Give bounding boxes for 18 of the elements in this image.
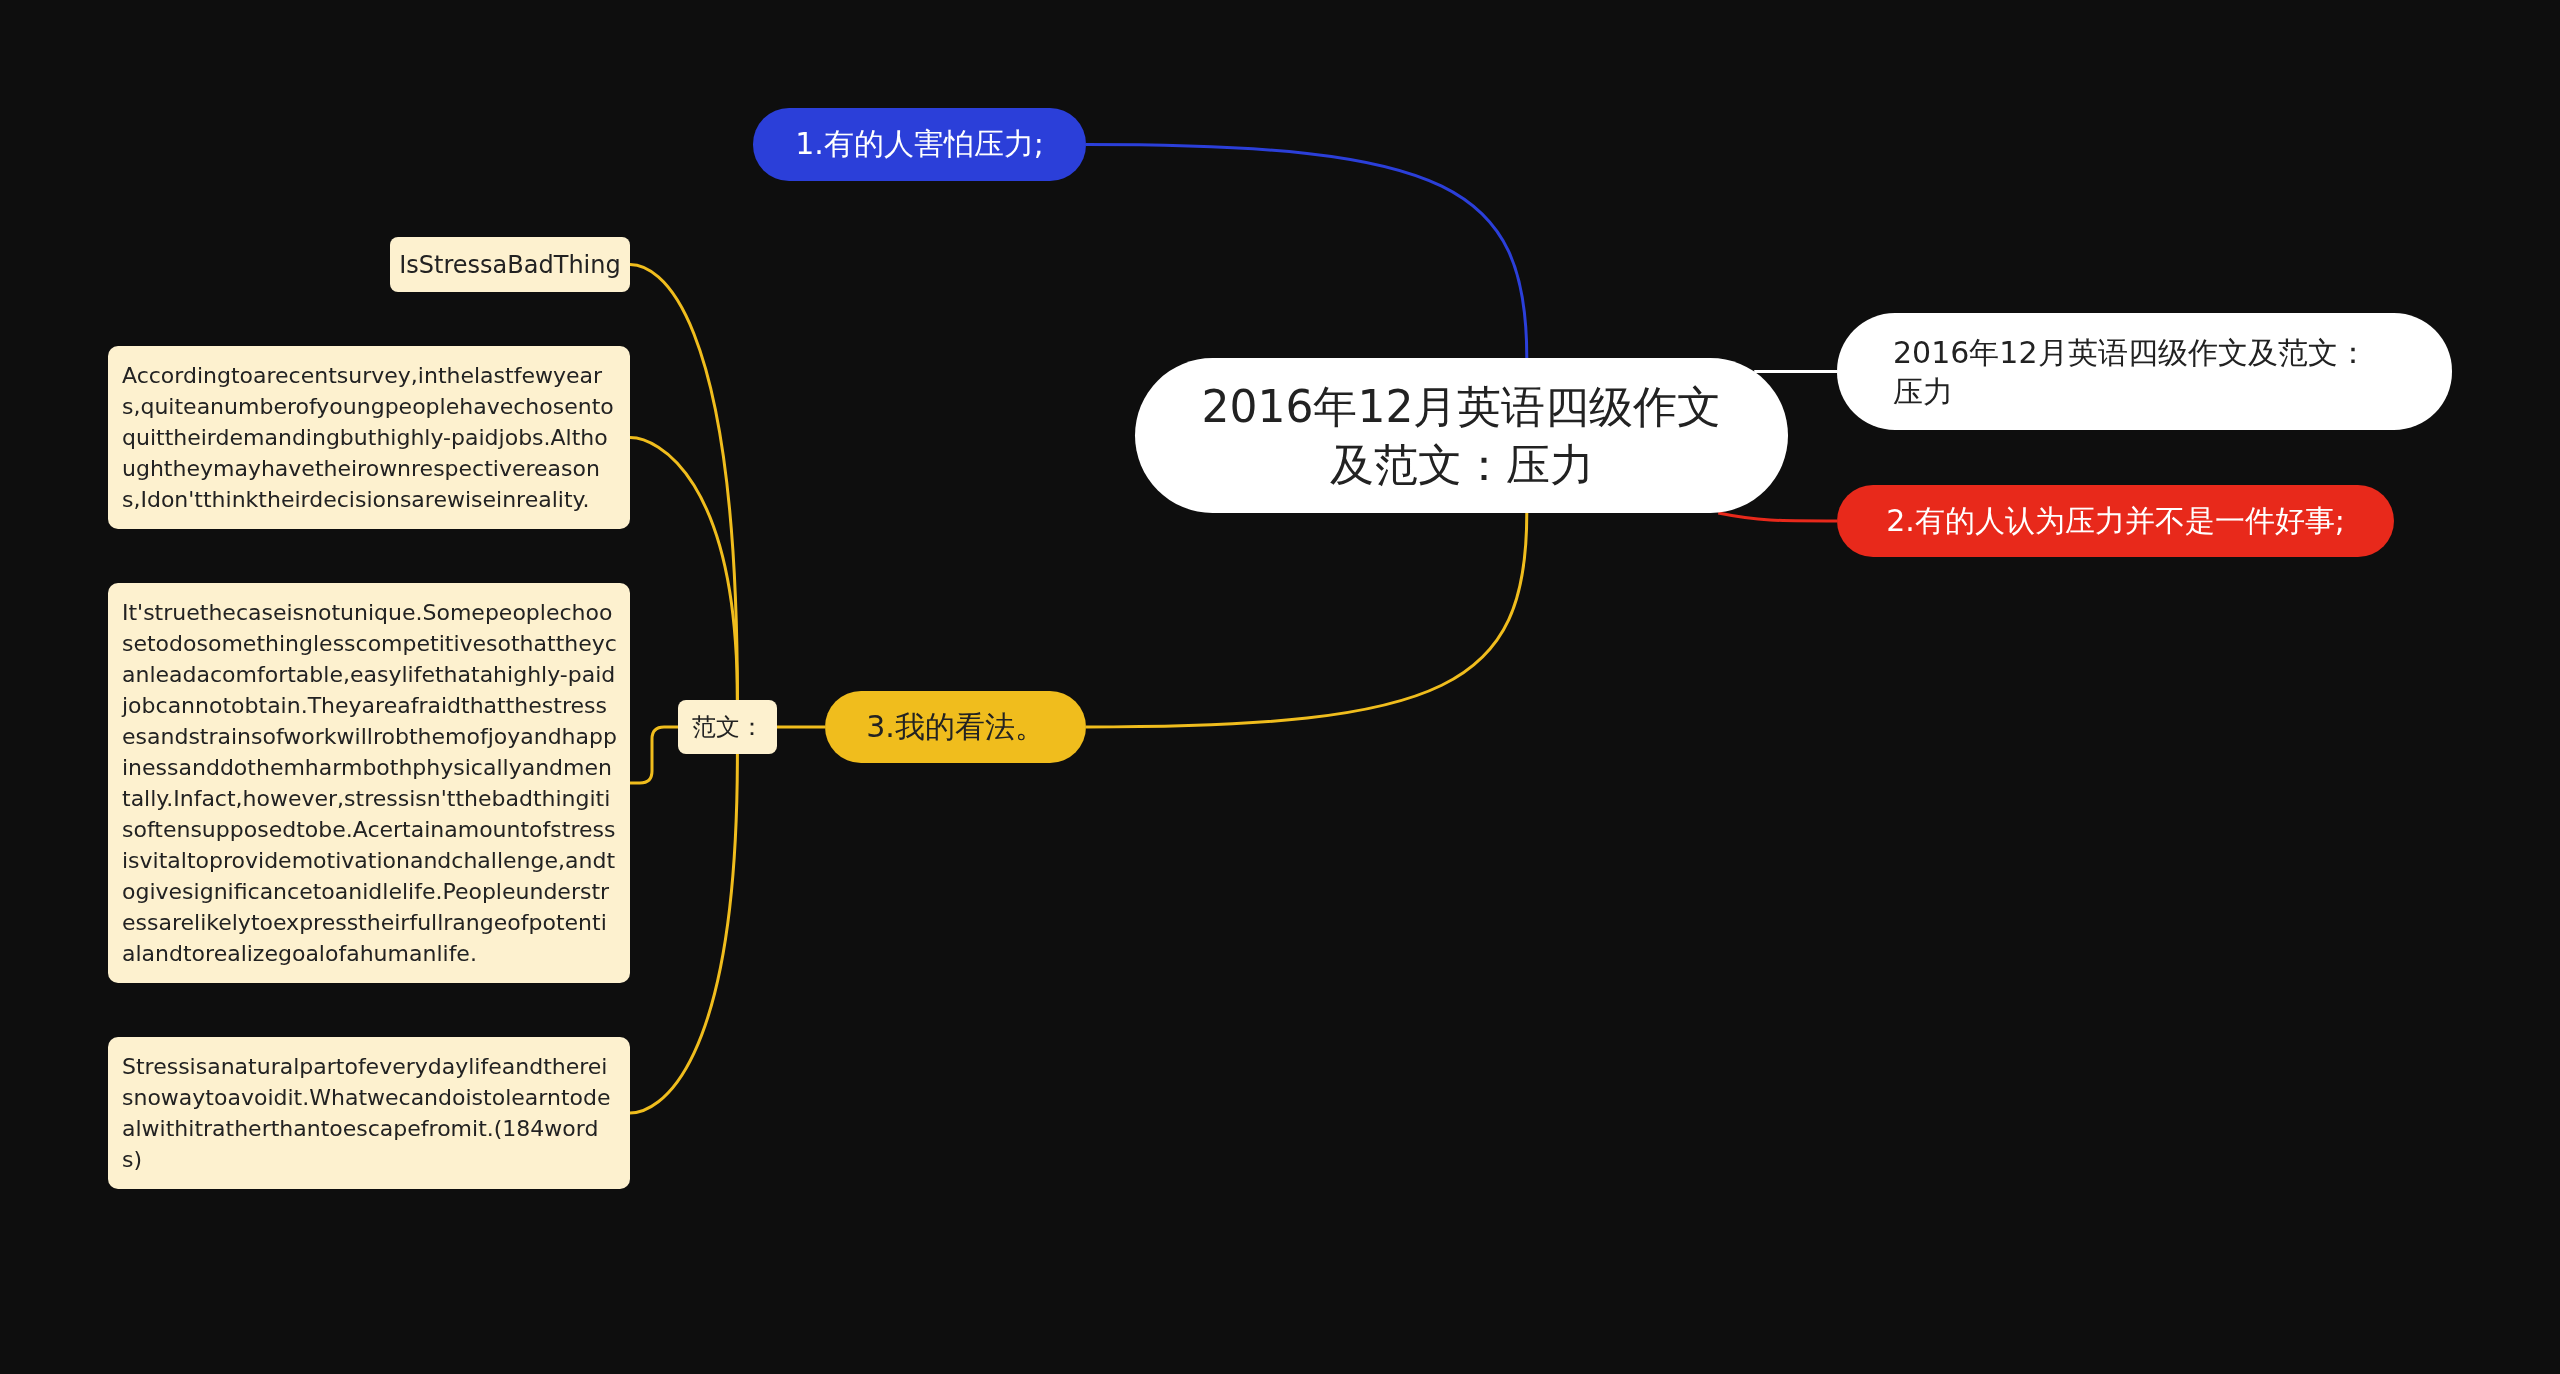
connector-line: [777, 725, 825, 729]
connector-line: [629, 436, 739, 701]
connector-line: [630, 725, 678, 785]
label-box: 范文：: [678, 700, 777, 754]
connector-line: [629, 753, 739, 1115]
connector-line: [1717, 511, 1837, 523]
branch-pill: 2.有的人认为压力并不是一件好事;: [1837, 485, 2394, 557]
topic-pill: 2016年12月英语四级作文及范文：压力: [1135, 358, 1788, 513]
paragraph-box: Stressisanaturalpartofeverydaylifeandthereisnowaytoavoidit.Whatwecandoistolearntodealwithitratherthantoescapefromit.(184words): [108, 1037, 630, 1189]
branch-pill: 3.我的看法。: [825, 691, 1086, 763]
branch-pill: 2016年12月英语四级作文及范文：压力: [1837, 313, 2452, 430]
paragraph-box: Accordingtoarecentsurvey,inthelastfewyears,quiteanumberofyoungpeoplehavechosentoquittheirdemandingbuthighly-paidjobs.Althoughtheymayhavetheirownrespectivereasons,Idon'tthinktheirdecisionsarewiseinreality.: [108, 346, 630, 529]
branch-pill: 1.有的人害怕压力;: [753, 108, 1086, 181]
connector-line: [1754, 370, 1837, 373]
connector-line: [1086, 512, 1529, 729]
connector-line: [1086, 143, 1529, 359]
title-box: IsStressaBadThing: [390, 237, 630, 292]
paragraph-box: It'struethecaseisnotunique.Somepeoplechoosetodosomethinglesscompetitivesothattheycanleadacomfortable,easylifethatahighly-paidjobcannotobtain.Theyareafraidthatthestressesandstrainsofworkwillrobthemofjoyandhappinessanddothemharmbothphysicallyandmentally.Infact,however,stressisn'tthebadthingitisoftensupposedtobe.Acertainamountofstressisvitaltoprovidemotivationandchallenge,andtogivesignificancetoanidlelife.Peopleunderstressarelikelytoexpresstheirfullrangeofpotentialandtorealizegoalofahumanlife.: [108, 583, 630, 983]
